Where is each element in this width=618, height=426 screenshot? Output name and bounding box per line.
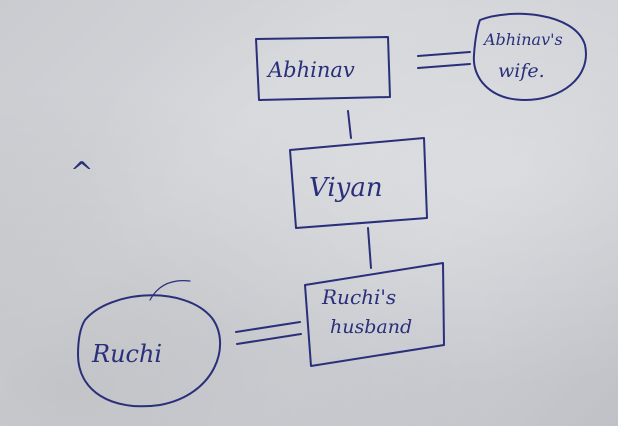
abhinav-box (255, 36, 391, 101)
marriage-link-abhinav (417, 51, 471, 69)
connector-abhinav-viyan (347, 110, 352, 139)
node-abhinav: Abhinav (255, 36, 391, 101)
connector-viyan-ruchis-husband (367, 227, 372, 269)
ruchis-husband-line1: Ruchi's (321, 285, 396, 309)
abhinavs-wife-ellipse (472, 12, 587, 101)
marriage-link-ruchi (235, 321, 302, 345)
viyan-label: Viyan (309, 173, 383, 203)
ruchi-label: Ruchi (91, 340, 162, 368)
node-ruchi: Ruchi (77, 280, 222, 408)
abhinavs-wife-line1: Abhinav's (482, 30, 563, 49)
marriage-line-top (235, 321, 301, 333)
ruchis-husband-line2: husband (330, 316, 412, 338)
node-ruchis-husband: Ruchi's husband (304, 262, 445, 367)
ruchi-ellipse-overstroke (149, 280, 191, 301)
viyan-box (289, 137, 428, 229)
marriage-line-bottom (236, 333, 302, 345)
node-abhinavs-wife: Abhinav's wife. (472, 12, 587, 101)
marriage-line-top (417, 51, 471, 57)
abhinavs-wife-line2: wife. (498, 60, 545, 82)
ruchi-ellipse (77, 294, 222, 408)
stray-caret-mark: ^ (70, 156, 93, 189)
marriage-line-bottom (417, 63, 471, 69)
node-viyan: Viyan (289, 137, 428, 229)
ruchis-husband-box (304, 262, 445, 367)
abhinav-label: Abhinav (266, 58, 355, 82)
